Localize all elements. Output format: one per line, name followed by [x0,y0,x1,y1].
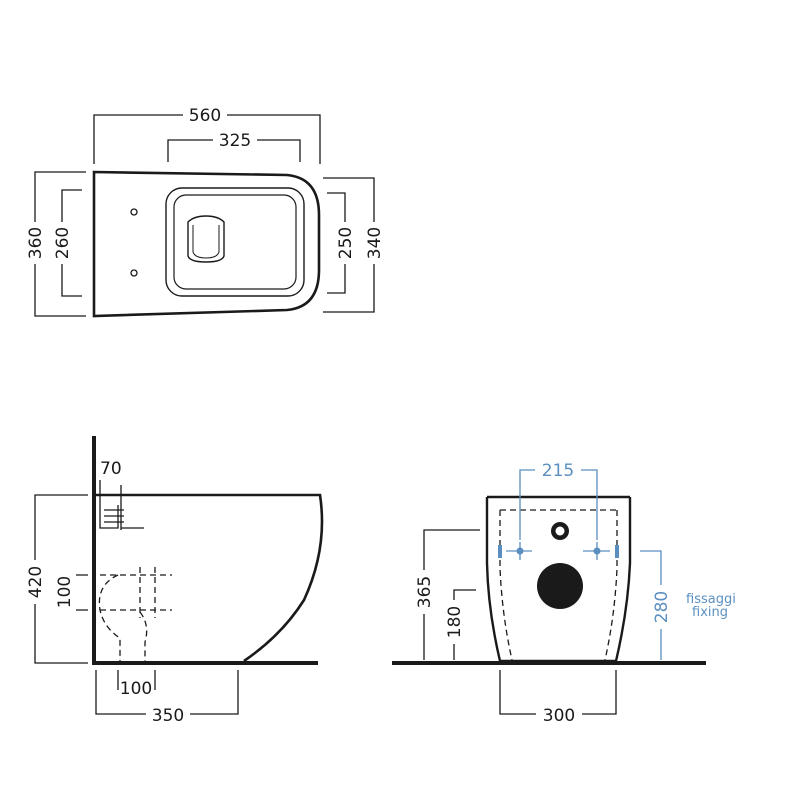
front-view-inlet-inner [555,526,565,536]
top-view-outline [92,170,321,318]
front-view: 215 365 180 300 280 fissaggi fixing [392,458,736,726]
side-view-bowl-profile [94,493,324,663]
dim-label-100-vertical: 100 [55,576,75,608]
front-view-outline [485,495,632,663]
top-view: 560 325 360 260 250 340 [23,103,386,318]
dim-label-560: 560 [189,106,221,126]
front-view-fixing-right [583,542,619,560]
dim-label-350: 350 [152,706,184,726]
top-view-fixing-hole-upper [130,208,138,216]
dim-label-300: 300 [543,706,575,726]
top-view-rim-outer [165,187,305,297]
dim-label-215: 215 [542,461,574,481]
dim-line-70 [99,480,122,505]
side-view: 70 420 100 100 350 [23,436,324,726]
dim-label-70: 70 [100,459,122,479]
dim-label-250: 250 [336,227,356,259]
fixing-label-english: fixing [692,605,728,620]
top-view-rim-inner [173,194,297,290]
dim-label-340: 340 [365,227,385,259]
front-view-outlet [537,563,583,609]
top-view-fixing-hole-lower [130,269,138,277]
front-view-inner-hidden [499,509,618,661]
side-view-trap-hidden [98,574,148,662]
dim-label-420: 420 [26,566,46,598]
top-view-outlet [187,215,225,263]
dim-label-325: 325 [219,131,251,151]
dim-label-260: 260 [53,227,73,259]
dim-label-100-horizontal: 100 [120,679,152,699]
front-view-fixing-left [498,542,532,560]
dim-label-180: 180 [445,606,465,638]
dim-label-365: 365 [415,576,435,608]
dim-line-365 [423,529,480,660]
top-view-outlet-inner [192,225,220,259]
fixing-label-italian: fissaggi [686,592,736,607]
dim-label-360: 360 [26,227,46,259]
side-view-fixing-bracket [99,498,144,530]
dim-label-280: 280 [652,591,672,623]
side-view-outlet-hidden [100,567,172,618]
dim-line-100-horizontal [117,670,156,690]
